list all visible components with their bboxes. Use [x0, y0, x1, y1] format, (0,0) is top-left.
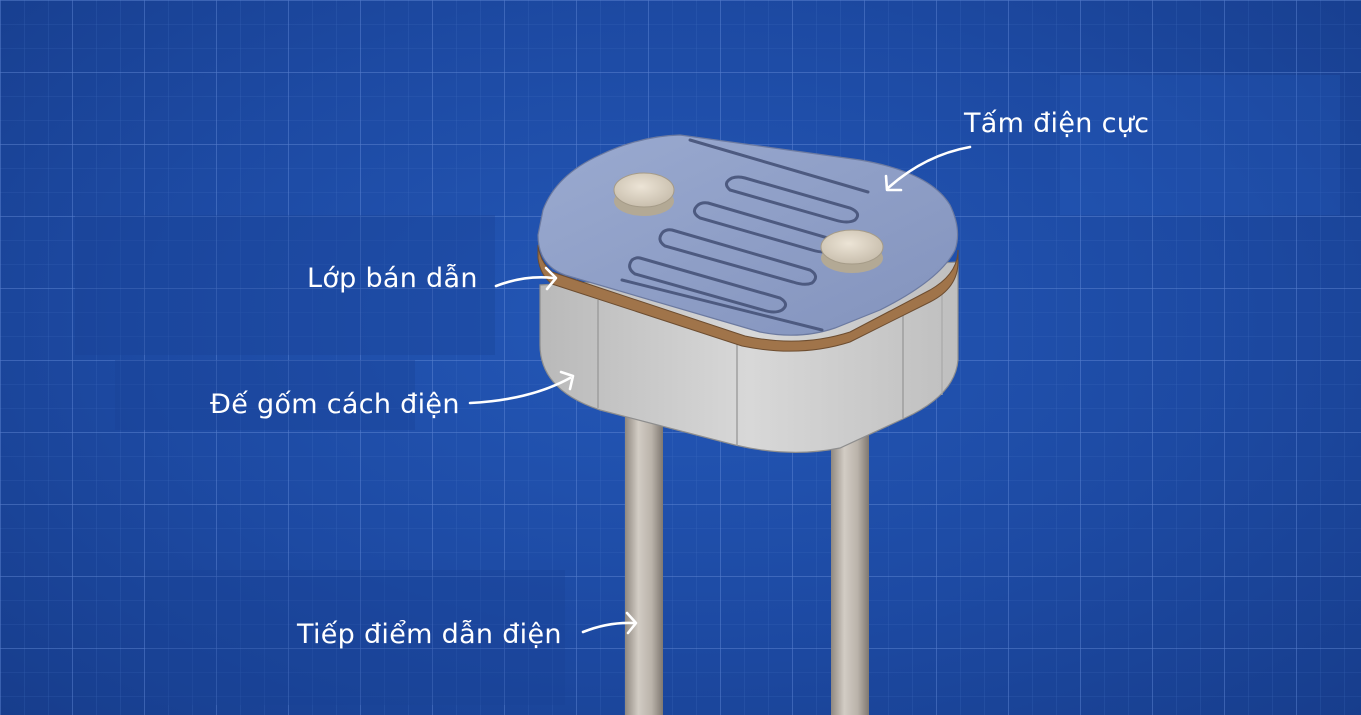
- arrow-semiconductor: [494, 266, 558, 291]
- label-electrode-plate: Tấm điện cực: [964, 108, 1150, 139]
- label-semiconductor-layer: Lớp bán dẫn: [307, 263, 478, 294]
- arrow-contact: [581, 611, 638, 635]
- label-ceramic-base: Đế gốm cách điện: [210, 389, 460, 420]
- arrow-electrode: [884, 145, 972, 192]
- semiconductor-layer: [537, 244, 959, 352]
- label-conductive-contact: Tiếp điểm dẫn điện: [297, 619, 562, 650]
- conductive-leads: [625, 380, 869, 715]
- contact-pads: [613, 172, 884, 273]
- arrow-ceramic: [468, 370, 575, 405]
- electrode-plate: [537, 134, 959, 336]
